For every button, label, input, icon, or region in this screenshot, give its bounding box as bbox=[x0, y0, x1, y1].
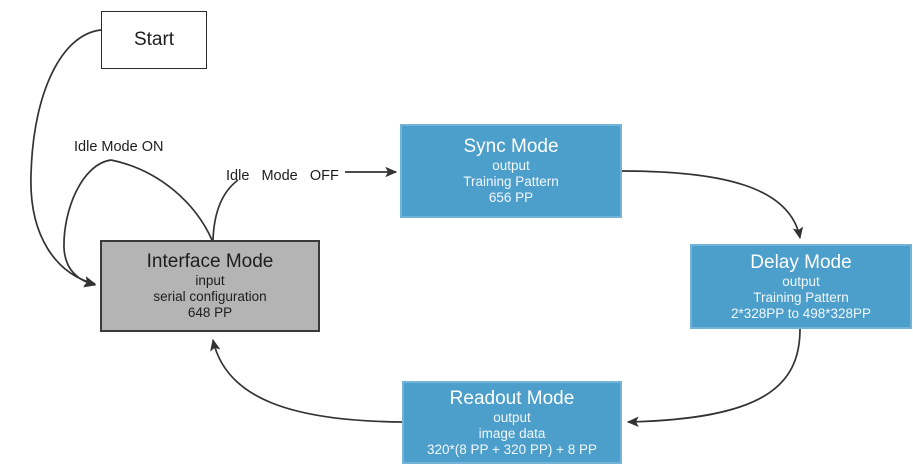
node-interface-mode-detail: serial configuration bbox=[153, 289, 267, 304]
node-start[interactable]: Start bbox=[101, 11, 207, 69]
edge-start-to-interface bbox=[30, 29, 102, 287]
node-sync-mode-count: 656 PP bbox=[488, 190, 534, 205]
node-delay-mode-count: 2*328PP to 498*328PP bbox=[730, 305, 872, 321]
node-readout-mode[interactable]: Readout Mode output image data 320*(8 PP… bbox=[402, 381, 622, 464]
node-readout-mode-title: Readout Mode bbox=[449, 387, 575, 409]
node-sync-mode-title: Sync Mode bbox=[463, 136, 559, 157]
node-sync-mode-direction: output bbox=[492, 158, 530, 173]
node-delay-mode-direction: output bbox=[782, 273, 820, 289]
node-interface-mode-direction: input bbox=[195, 273, 225, 288]
node-interface-mode-count: 648 PP bbox=[187, 305, 233, 320]
node-start-title: Start bbox=[133, 29, 175, 50]
node-delay-mode-detail: Training Pattern bbox=[753, 289, 849, 305]
node-sync-mode-detail: Training Pattern bbox=[463, 174, 559, 189]
node-delay-mode[interactable]: Delay Mode output Training Pattern 2*328… bbox=[690, 244, 912, 329]
edge-label-idle-mode-off: Idle Mode OFF bbox=[226, 168, 339, 184]
node-delay-mode-title: Delay Mode bbox=[750, 251, 852, 273]
node-interface-mode[interactable]: Interface Mode input serial configuratio… bbox=[100, 240, 320, 332]
edge-idle-on-in bbox=[63, 159, 112, 288]
node-readout-mode-count: 320*(8 PP + 320 PP) + 8 PP bbox=[426, 441, 598, 457]
edge-label-idle-mode-on: Idle Mode ON bbox=[74, 139, 164, 155]
edge-sync-to-delay bbox=[621, 170, 804, 240]
edge-idle-off-riser bbox=[212, 179, 239, 241]
node-readout-mode-direction: output bbox=[493, 409, 531, 425]
node-readout-mode-detail: image data bbox=[478, 425, 546, 441]
edge-idle-on-out bbox=[110, 159, 213, 241]
edge-delay-to-readout bbox=[626, 328, 801, 427]
edge-readout-to-interface bbox=[210, 338, 403, 423]
node-sync-mode[interactable]: Sync Mode output Training Pattern 656 PP bbox=[400, 124, 622, 218]
node-interface-mode-title: Interface Mode bbox=[146, 251, 274, 272]
